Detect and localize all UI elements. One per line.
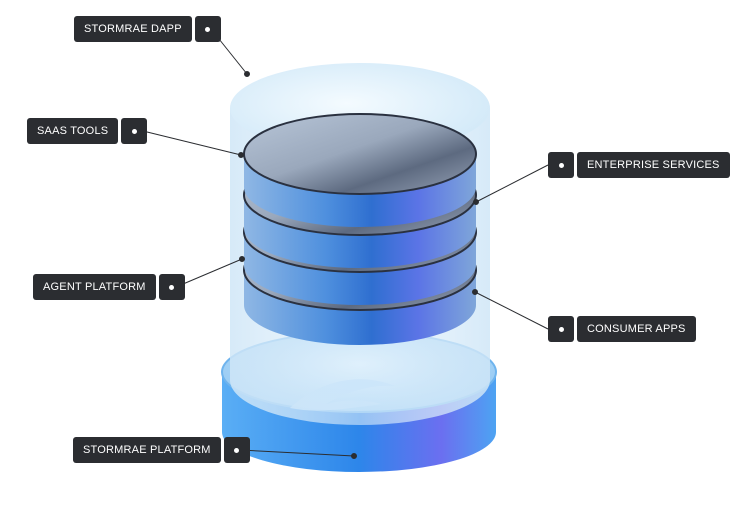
leader-line-stormrae-platform (239, 449, 355, 457)
callout-saas-tools: SAAS TOOLS (27, 118, 148, 144)
consumer-apps-label: CONSUMER APPS (577, 316, 696, 342)
callout-consumer-apps: CONSUMER APPS (548, 316, 696, 342)
saas-tools-label: SAAS TOOLS (27, 118, 119, 144)
bullet-icon (121, 118, 148, 144)
enterprise-services-label: ENTERPRISE SERVICES (577, 152, 730, 178)
agent-platform-label: AGENT PLATFORM (33, 274, 156, 300)
callout-agent-platform: AGENT PLATFORM (33, 274, 185, 300)
callout-stormrae-platform: STORMRAE PLATFORM (73, 437, 250, 463)
bullet-icon (158, 274, 185, 300)
stormrae-dapp-label: STORMRAE DAPP (74, 16, 192, 42)
bullet-icon (223, 437, 250, 463)
leader-line-consumer-apps (474, 291, 549, 330)
leader-line-agent-platform (175, 258, 243, 288)
bullet-icon (194, 16, 221, 42)
bullet-icon (548, 316, 574, 342)
callout-stormrae-dapp: STORMRAE DAPP (74, 16, 221, 42)
stormrae-platform-label: STORMRAE PLATFORM (73, 437, 221, 463)
disk-1 (243, 113, 477, 227)
leader-line-enterprise-services (475, 164, 549, 203)
callout-enterprise-services: ENTERPRISE SERVICES (548, 152, 730, 178)
leader-line-saas-tools (142, 130, 242, 156)
bullet-icon (548, 152, 574, 178)
